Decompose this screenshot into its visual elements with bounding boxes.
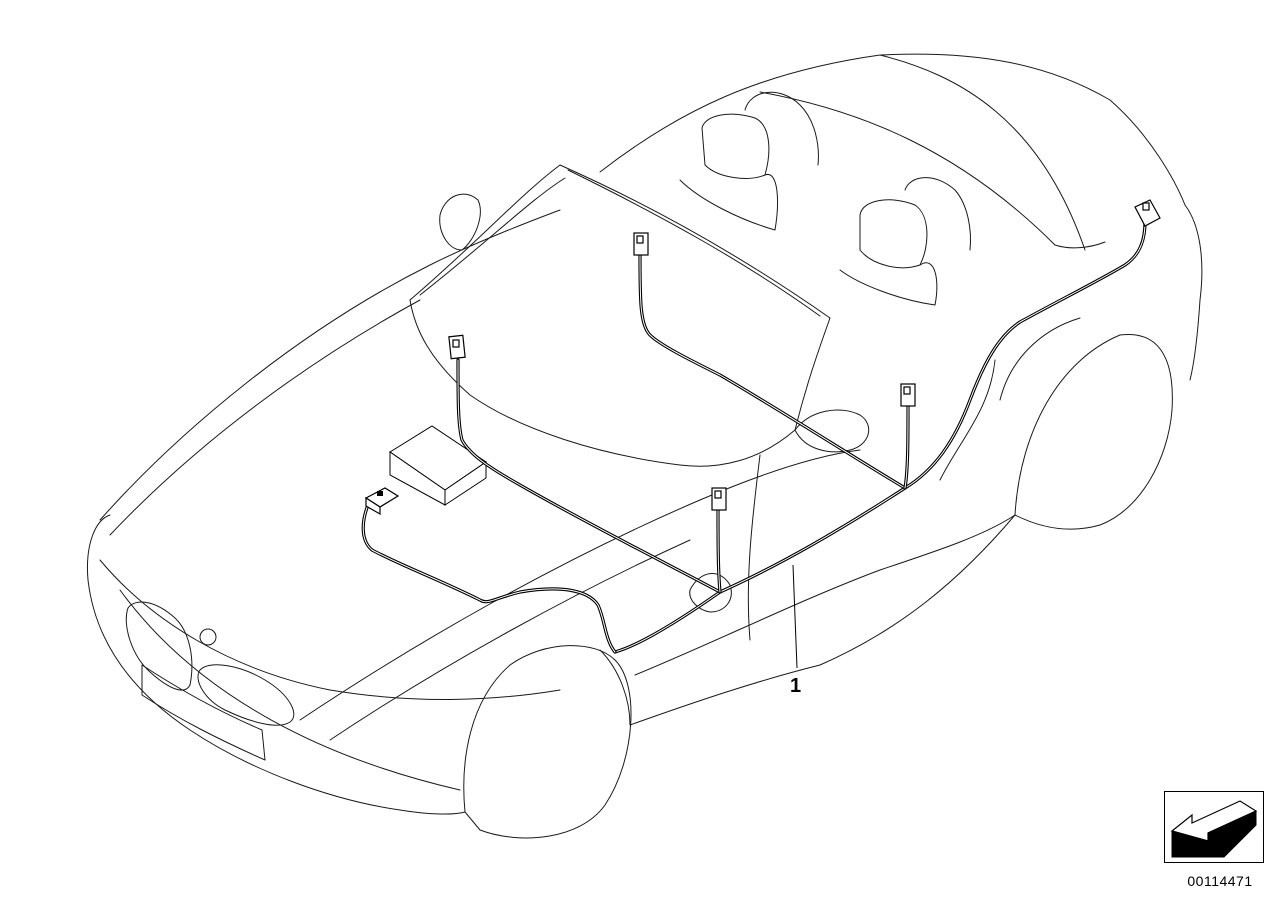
callout-1: 1 (790, 564, 801, 697)
part-number: 00114471 (1187, 873, 1253, 889)
callout-label: 1 (790, 675, 801, 697)
wiring-harness (361, 220, 1147, 654)
connector-center-rear (633, 232, 649, 256)
connector-front-plug (364, 487, 400, 516)
control-unit (389, 425, 487, 506)
nav-arrow-box (1164, 791, 1264, 863)
connector-front-left (448, 334, 466, 360)
connector-rear (1134, 199, 1161, 227)
connectors (364, 199, 1161, 516)
connector-right (900, 383, 916, 407)
arrow-icon (1164, 791, 1264, 863)
car-outline (86, 53, 1203, 839)
connector-gear (711, 487, 727, 511)
